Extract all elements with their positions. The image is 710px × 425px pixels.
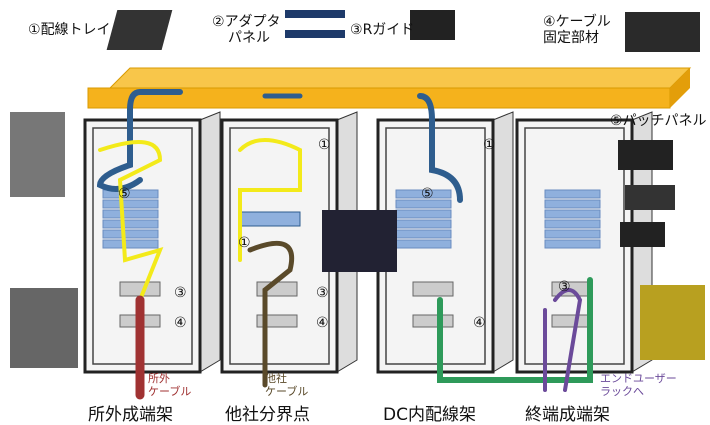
- fixing-part: [412, 314, 454, 328]
- yellow-fiber-1: [98, 140, 164, 302]
- mark: ④: [316, 315, 329, 331]
- callout-number: ②: [212, 14, 225, 30]
- other-cable-label: 他社ケーブル: [265, 372, 308, 398]
- end-user-label: エンドユーザーラックへ: [600, 372, 677, 398]
- mark: ①: [483, 137, 496, 153]
- callout-number: ①: [28, 22, 41, 38]
- rguide: [119, 281, 161, 297]
- callout-text: アダプタ: [224, 14, 281, 30]
- patch-panel: [395, 229, 452, 239]
- photo-center: [322, 210, 397, 272]
- mark: ③: [558, 279, 571, 295]
- cable-label-text: ラックへ: [600, 385, 644, 398]
- callout-number: ③: [350, 22, 363, 38]
- rack-caption: 終端成端架: [525, 405, 610, 425]
- other-cable: [247, 240, 294, 388]
- callout-tray: ①配線トレイ: [28, 22, 111, 38]
- rack-caption: DC内配線架: [383, 405, 476, 425]
- patch-panel: [544, 219, 601, 229]
- fixing-photo: [625, 12, 700, 52]
- patch-panel: [102, 189, 159, 199]
- callout-fixing: ④ケーブル固定部材: [543, 14, 611, 46]
- rack-caption: 他社分界点: [225, 405, 310, 425]
- callout-text: 固定部材: [543, 30, 599, 46]
- callout-rguide: ③Rガイド: [350, 22, 414, 38]
- mark: ⑤: [421, 186, 434, 202]
- callout-text: パッチパネル: [622, 113, 707, 129]
- blue-fiber-1: [96, 89, 183, 192]
- blue-fiber-3: [417, 93, 463, 203]
- mark: ③: [174, 285, 187, 301]
- patch-panel: [395, 239, 452, 249]
- patch-panel: [102, 209, 159, 219]
- photo-right: [640, 285, 705, 360]
- rguide-photo: [410, 10, 455, 40]
- callout-text: Rガイド: [362, 22, 415, 38]
- callout-adapter: ②アダプタパネル: [212, 14, 281, 46]
- fixing-part: [551, 314, 593, 328]
- patch-panel: [544, 189, 601, 199]
- patch-photo: [625, 185, 675, 210]
- photo-left-top: [10, 112, 65, 197]
- patch-photo: [620, 222, 665, 247]
- mark: ①: [318, 137, 331, 153]
- photo-left-bottom: [10, 288, 78, 368]
- callout-text: ケーブル: [555, 14, 611, 30]
- adapter-panel: [239, 211, 301, 227]
- mark: ④: [473, 315, 486, 331]
- callout-text: パネル: [228, 30, 270, 46]
- patch-photo: [618, 140, 673, 170]
- patch-panel: [544, 239, 601, 249]
- yellow-fiber-2: [238, 138, 302, 262]
- callout-text: 配線トレイ: [40, 22, 111, 38]
- purple-cable: [543, 288, 583, 392]
- cable-label-text: 所外: [148, 372, 170, 385]
- tray-photo: [106, 10, 173, 50]
- rack-caption: 所外成端架: [88, 405, 173, 425]
- cable-label-text: ケーブル: [265, 385, 309, 398]
- callout-number: ④: [543, 14, 556, 30]
- patch-panel: [395, 199, 452, 209]
- cable-label-text: エンドユーザー: [600, 372, 677, 385]
- rack-side: [199, 111, 221, 373]
- rack-side: [492, 111, 514, 373]
- outside-cable-label: 所外ケーブル: [148, 372, 191, 398]
- patch-panel: [395, 219, 452, 229]
- cable-label-text: ケーブル: [148, 385, 192, 398]
- patch-panel: [544, 209, 601, 219]
- mark: ⑤: [118, 186, 131, 202]
- mark: ④: [174, 315, 187, 331]
- callout-number: ⑤: [610, 113, 623, 129]
- patch-panel: [102, 219, 159, 229]
- cable-label-text: 他社: [265, 372, 287, 385]
- adapter-photo: [285, 30, 345, 38]
- adapter-photo: [285, 10, 345, 18]
- patch-panel: [544, 229, 601, 239]
- patch-panel: [102, 229, 159, 239]
- patch-panel: [395, 209, 452, 219]
- patch-panel: [102, 239, 159, 249]
- patch-panel: [544, 199, 601, 209]
- rguide: [412, 281, 454, 297]
- callout-patch: ⑤パッチパネル: [610, 113, 707, 129]
- mark: ③: [316, 285, 329, 301]
- cable-tray: [87, 67, 692, 109]
- green-cable: [437, 277, 593, 383]
- patch-panel: [102, 199, 159, 209]
- patch-panel: [395, 189, 452, 199]
- mark: ①: [238, 235, 251, 251]
